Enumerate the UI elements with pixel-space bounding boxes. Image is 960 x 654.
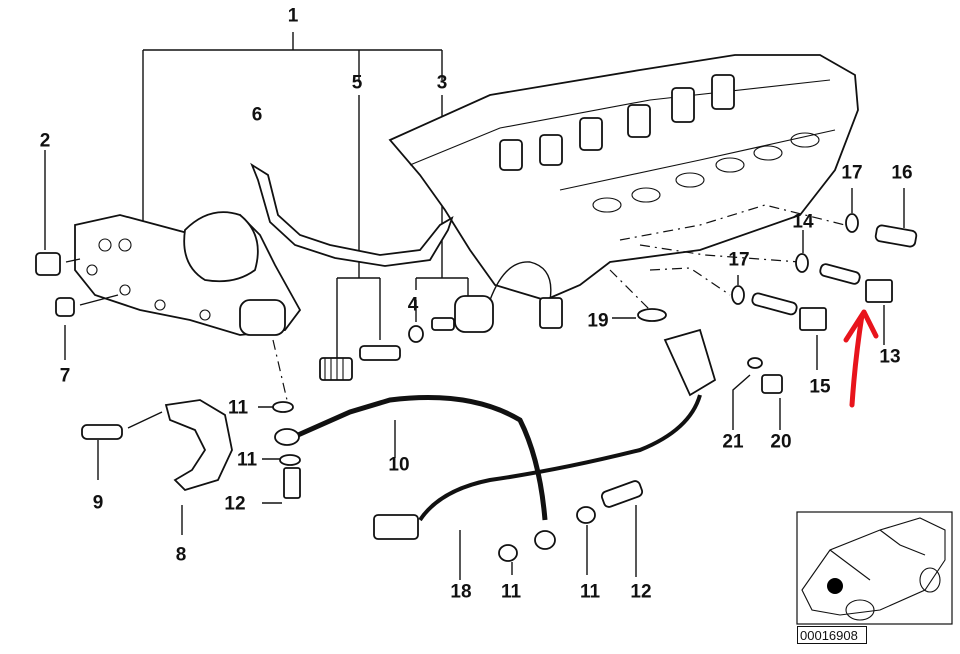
- part-label-11: 11: [227, 397, 249, 419]
- part-label-12: 12: [630, 581, 652, 603]
- part-label-4: 4: [407, 294, 419, 316]
- sensors-right: [619, 188, 918, 370]
- valve-components: [319, 295, 494, 381]
- part-label-16: 16: [891, 162, 913, 184]
- part-label-11: 11: [236, 449, 258, 471]
- part-label-20: 20: [770, 431, 792, 453]
- part-label-19: 19: [587, 310, 609, 332]
- vehicle-locator-inset: [796, 511, 953, 625]
- part-label-12: 12: [224, 493, 246, 515]
- wiring-connector: [489, 261, 563, 329]
- bracket-8: [164, 399, 233, 492]
- o-ring-19: [637, 308, 667, 322]
- part-label-2: 2: [39, 130, 51, 152]
- gasket-6: [250, 162, 454, 267]
- engine-location-marker: [827, 578, 843, 594]
- part-label-5: 5: [351, 72, 363, 94]
- bolt-9: [81, 424, 123, 440]
- part-label-21: 21: [722, 431, 744, 453]
- part-label-13: 13: [879, 346, 901, 368]
- plug-20: [761, 374, 783, 394]
- oil-line-10: [258, 339, 644, 580]
- part-label-1: 1: [287, 5, 299, 27]
- part-label-9: 9: [92, 492, 104, 514]
- part-label-14: 14: [792, 211, 814, 233]
- part-label-17: 17: [841, 162, 863, 184]
- sensor-with-cable-18: [373, 328, 717, 540]
- red-annotation-arrow: [843, 309, 879, 408]
- part-label-11: 11: [500, 581, 522, 603]
- cylinder-head: [388, 54, 859, 301]
- plug-2: [35, 252, 61, 276]
- part-label-8: 8: [175, 544, 187, 566]
- diagram-reference-number: 00016908: [797, 626, 867, 644]
- part-label-15: 15: [809, 376, 831, 398]
- part-label-10: 10: [388, 454, 410, 476]
- part-label-18: 18: [450, 581, 472, 603]
- oil-pump-housing: [74, 211, 302, 336]
- part-label-7: 7: [59, 365, 71, 387]
- part-label-3: 3: [436, 72, 448, 94]
- part-label-17: 17: [728, 249, 750, 271]
- plug-7: [55, 297, 75, 317]
- part-label-6: 6: [251, 104, 263, 126]
- washer-21: [747, 357, 763, 369]
- part-label-11: 11: [579, 581, 601, 603]
